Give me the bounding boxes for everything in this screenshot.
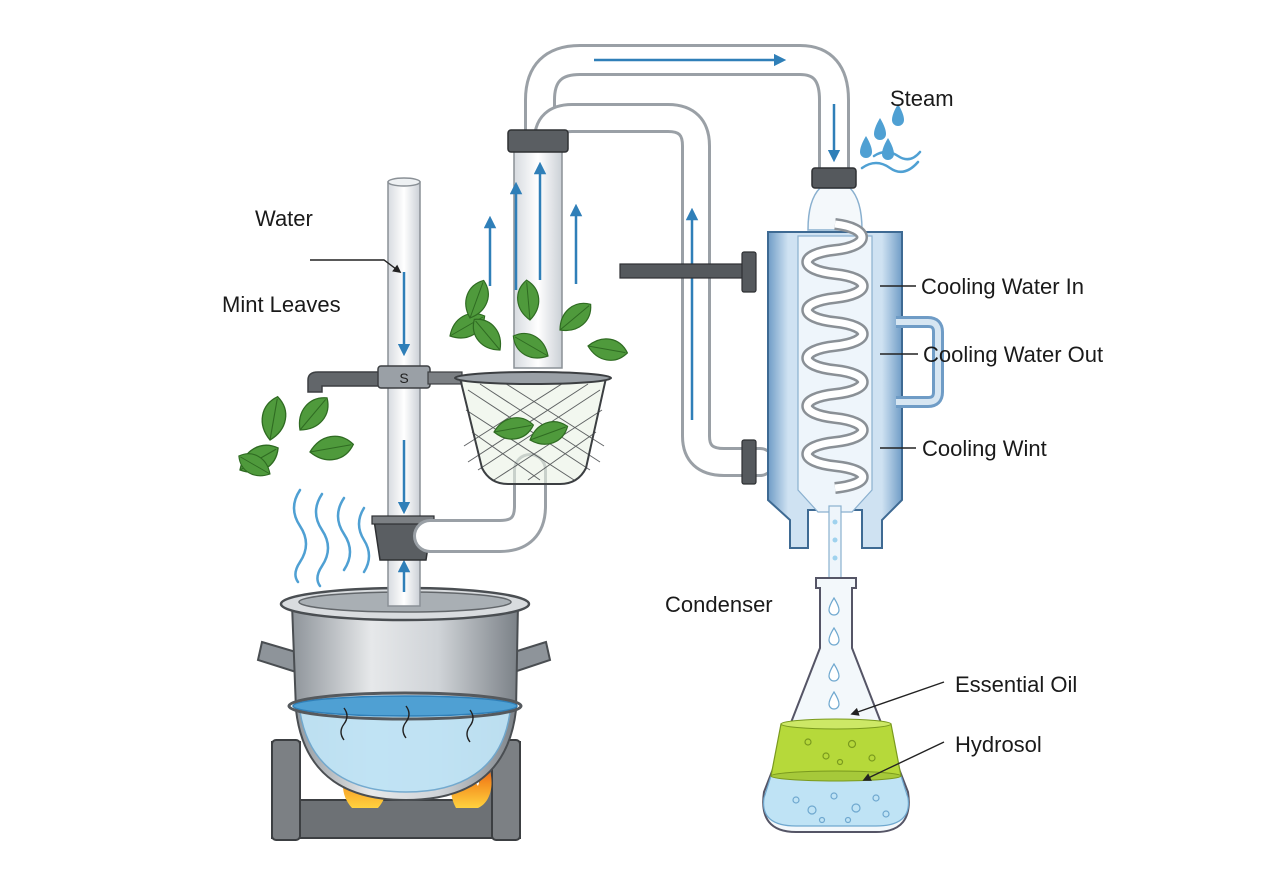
label-cooling-wint: Cooling Wint	[922, 436, 1047, 461]
mint-leaf-icon	[257, 394, 290, 443]
label-water: Water	[255, 206, 313, 231]
label-condenser: Condenser	[665, 592, 773, 617]
droplet-icon	[882, 138, 894, 160]
svg-text:S: S	[399, 370, 408, 386]
mint-basket	[444, 276, 630, 485]
droplet-icon	[874, 118, 886, 140]
label-hydrosol: Hydrosol	[955, 732, 1042, 757]
label-mint-leaves: Mint Leaves	[222, 292, 341, 317]
clamp: S	[307, 365, 463, 393]
droplet-icon	[828, 596, 840, 616]
leader-lines	[310, 259, 945, 781]
collection-flask	[762, 577, 910, 833]
boiling-pot	[256, 586, 552, 802]
droplet-icon	[892, 104, 904, 126]
droplet-icon	[828, 690, 840, 710]
label-steam: Steam	[890, 86, 954, 111]
vapor-column	[507, 129, 569, 369]
mint-leaf-icon	[307, 432, 356, 465]
droplet-icon	[828, 662, 840, 682]
labels: Water Mint Leaves Steam Cooling Water In…	[222, 86, 1103, 757]
mint-leaf-icon	[585, 335, 630, 364]
bubble-icon	[792, 792, 890, 824]
bubble-icon	[804, 738, 876, 766]
label-cooling-water-in: Cooling Water In	[921, 274, 1084, 299]
droplet-icon	[828, 626, 840, 646]
label-cooling-water-out: Cooling Water Out	[923, 342, 1103, 367]
condenser	[619, 167, 944, 581]
label-essential-oil: Essential Oil	[955, 672, 1077, 697]
loose-mint-leaves	[233, 390, 356, 483]
droplet-icon	[860, 136, 872, 158]
steam-icon	[860, 104, 922, 174]
aroma-waves	[292, 488, 371, 588]
mint-leaf-icon	[290, 390, 337, 438]
